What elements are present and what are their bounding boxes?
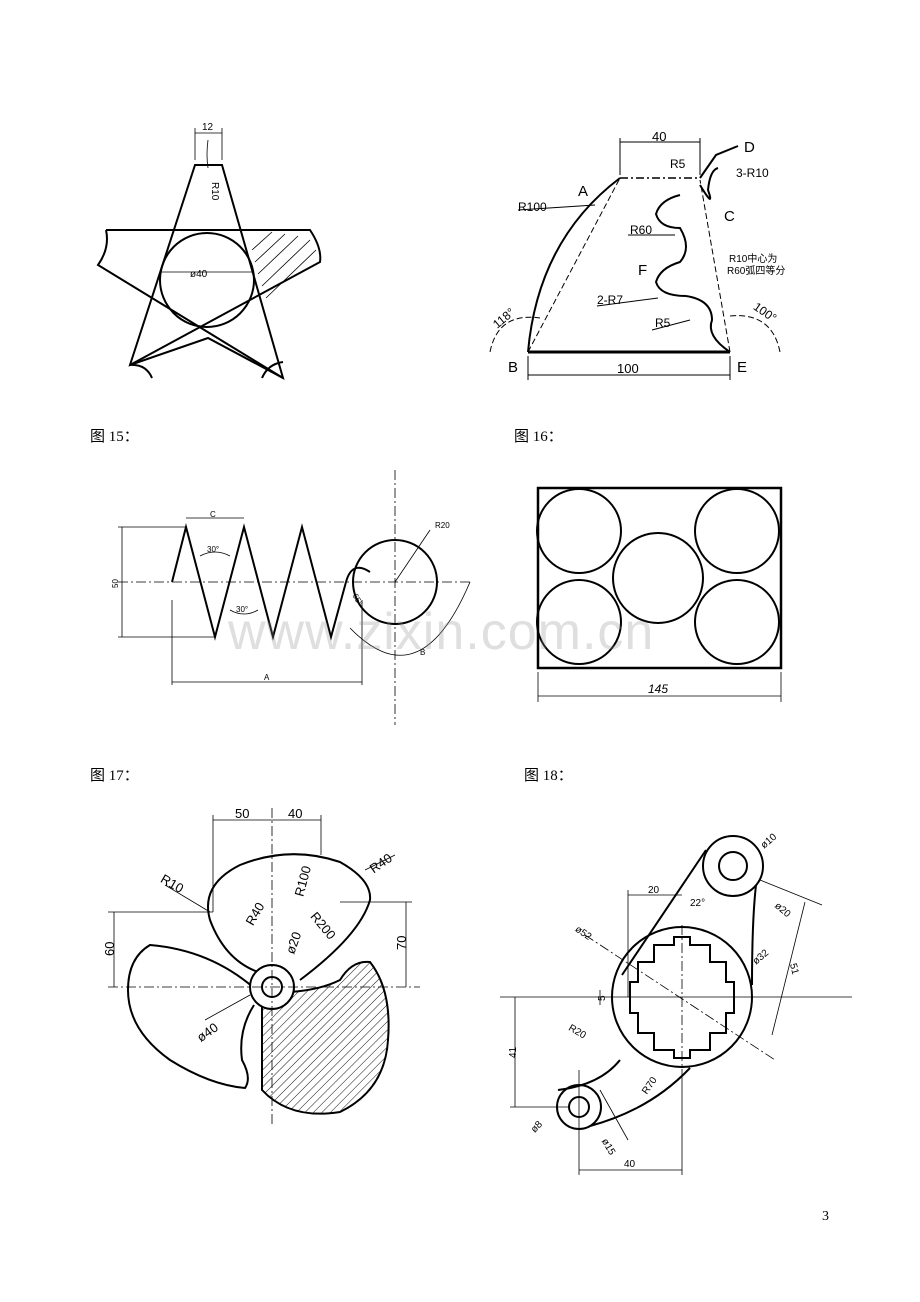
fig19-dim-r40-left: R40 xyxy=(243,900,268,928)
fig17-dim-50: 50 xyxy=(111,579,120,588)
fig16-dim-2r7: 2-R7 xyxy=(597,293,623,307)
fig16-dim-r60: R60 xyxy=(630,223,652,237)
fig20-dim-r20: R20 xyxy=(566,1023,588,1042)
fig16-note-line2: R60弧四等分 xyxy=(727,264,785,277)
fig16-label-a: A xyxy=(578,183,588,200)
fig15-dim-diameter: ø40 xyxy=(190,269,208,280)
caption-fig-17: 图 17： xyxy=(90,768,139,784)
fig16-label-b: B xyxy=(508,359,518,376)
fig20-dim-phi10: ø10 xyxy=(759,831,780,851)
fig17-dim-b: B xyxy=(420,648,425,657)
figure-17-spring-drawing: C 30° 50 30° A R20 65° B xyxy=(111,470,471,725)
caption-fig-18: 图 18： xyxy=(524,768,573,784)
fig18-dim-145: 145 xyxy=(648,682,668,696)
fig16-dim-r5-top: R5 xyxy=(670,157,686,171)
fig20-dim-phi52: ø52 xyxy=(573,924,594,943)
fig20-dim-51: 51 xyxy=(787,962,801,976)
fig17-dim-30-bottom: 30° xyxy=(236,605,248,614)
fig19-dim-40: 40 xyxy=(288,806,302,821)
figure-18-circles-drawing: 145 xyxy=(536,486,783,702)
fig16-label-d: D xyxy=(744,139,755,156)
fig19-dim-r10: R10 xyxy=(158,871,186,896)
fig16-angle-left: 118° xyxy=(490,305,517,331)
fig20-dim-r70: R70 xyxy=(640,1075,660,1097)
page-number: 3 xyxy=(822,1209,829,1224)
figure-16-profile-drawing: 40 D R5 3-R10 A R100 C R60 R10中心为 R60弧四等… xyxy=(489,129,785,380)
fig16-dim-bottom: 100 xyxy=(617,361,639,376)
figure-20-lever-drawing: ø10 20 22° ø20 ø52 ø32 51 5 R20 41 R70 ø… xyxy=(500,831,852,1175)
fig19-dim-r200: R200 xyxy=(307,909,338,942)
fig16-dim-top: 40 xyxy=(652,129,666,144)
fig17-dim-a: A xyxy=(264,673,270,682)
figure-15-star-drawing: 12 R10 ø40 xyxy=(96,122,322,380)
fig16-label-e: E xyxy=(737,359,747,376)
fig16-angle-right: 100° xyxy=(751,299,780,325)
fig20-dim-22: 22° xyxy=(690,898,705,909)
fig20-dim-41: 41 xyxy=(508,1046,519,1058)
fig16-dim-r5-bottom: R5 xyxy=(655,316,671,330)
figure-19-propeller-drawing: 50 40 R40 R10 R100 R40 R200 ø20 60 70 ø4… xyxy=(102,806,420,1125)
fig15-dim-width: 12 xyxy=(202,122,214,133)
fig20-dim-phi20: ø20 xyxy=(772,900,793,920)
fig20-dim-40: 40 xyxy=(624,1159,636,1170)
fig17-dim-30-top: 30° xyxy=(207,545,219,554)
fig16-note-line1: R10中心为 xyxy=(729,252,777,265)
fig15-dim-radius: R10 xyxy=(209,182,220,201)
fig19-dim-phi20: ø20 xyxy=(283,930,305,956)
fig19-dim-60: 60 xyxy=(102,942,117,956)
fig20-dim-20: 20 xyxy=(648,885,660,896)
fig20-dim-phi32: ø32 xyxy=(751,947,772,967)
fig16-label-c: C xyxy=(724,208,735,225)
fig19-dim-70: 70 xyxy=(394,936,409,950)
fig16-label-f: F xyxy=(638,262,647,279)
fig16-dim-3r10: 3-R10 xyxy=(736,166,769,180)
fig19-dim-50: 50 xyxy=(235,806,249,821)
fig19-dim-phi40: ø40 xyxy=(194,1020,221,1045)
fig17-dim-r20: R20 xyxy=(435,521,450,530)
fig20-dim-phi15: ø15 xyxy=(599,1137,617,1158)
fig20-dim-phi8: ø8 xyxy=(529,1119,545,1135)
fig17-dim-c: C xyxy=(210,510,216,519)
fig20-dim-5: 5 xyxy=(597,995,608,1001)
fig19-dim-r40-right: R40 xyxy=(367,850,395,876)
fig16-dim-r100: R100 xyxy=(518,200,547,214)
fig19-dim-r100: R100 xyxy=(291,864,314,898)
caption-fig-15: 图 15： xyxy=(90,429,139,445)
caption-fig-16: 图 16： xyxy=(514,429,563,445)
